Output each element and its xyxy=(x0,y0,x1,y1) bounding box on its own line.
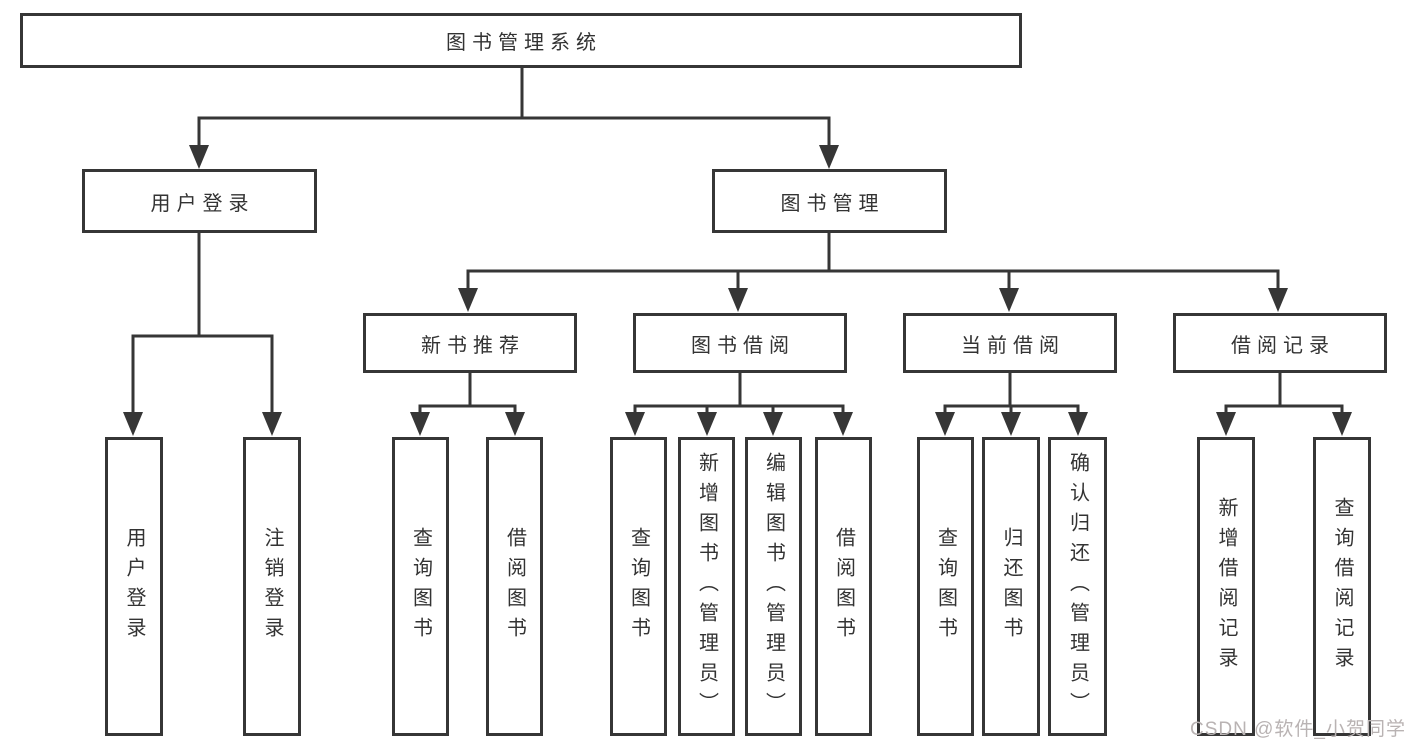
leaf-label: 编辑图书（管理员） xyxy=(762,451,785,722)
node-label: 用户登录 xyxy=(150,192,255,215)
leaf-label: 查询借阅记录 xyxy=(1331,496,1353,677)
node-label: 图书管理 xyxy=(780,192,885,215)
node-label: 当前借阅 xyxy=(961,334,1065,357)
leaf-return-book: 归还图书 xyxy=(982,437,1040,736)
node-borrow-records: 借阅记录 xyxy=(1173,313,1387,373)
leaf-label: 新增图书（管理员） xyxy=(695,451,718,722)
node-new-book-recommend: 新书推荐 xyxy=(363,313,577,373)
leaf-logout: 注销登录 xyxy=(243,437,301,736)
leaf-label: 借阅图书 xyxy=(832,526,855,647)
leaf-label: 查询图书 xyxy=(627,526,650,647)
leaf-edit-book-admin: 编辑图书（管理员） xyxy=(745,437,802,736)
leaf-user-login: 用户登录 xyxy=(105,437,163,736)
arrowhead-icons xyxy=(123,145,1352,436)
leaf-query-borrow-record: 查询借阅记录 xyxy=(1313,437,1371,736)
leaf-label: 查询图书 xyxy=(934,526,957,647)
leaf-query-books-recommend: 查询图书 xyxy=(392,437,449,736)
node-root-system: 图书管理系统 xyxy=(20,13,1022,68)
node-current-borrow: 当前借阅 xyxy=(903,313,1117,373)
leaf-confirm-return-admin: 确认归还（管理员） xyxy=(1048,437,1107,736)
leaf-label: 归还图书 xyxy=(1000,526,1022,647)
node-label: 新书推荐 xyxy=(421,334,525,357)
leaf-label: 新增借阅记录 xyxy=(1215,496,1237,677)
node-label: 图书管理系统 xyxy=(446,32,602,54)
leaf-add-book-admin: 新增图书（管理员） xyxy=(678,437,735,736)
node-book-borrow: 图书借阅 xyxy=(633,313,847,373)
leaf-borrow-books: 借阅图书 xyxy=(815,437,872,736)
node-user-login: 用户登录 xyxy=(82,169,317,233)
leaf-borrow-books-recommend: 借阅图书 xyxy=(486,437,543,736)
leaf-label: 确认归还（管理员） xyxy=(1066,451,1089,722)
leaf-add-borrow-record: 新增借阅记录 xyxy=(1197,437,1255,736)
node-label: 图书借阅 xyxy=(691,334,795,357)
leaf-label: 注销登录 xyxy=(261,526,283,647)
node-book-management: 图书管理 xyxy=(712,169,947,233)
leaf-query-books-current: 查询图书 xyxy=(917,437,974,736)
leaf-query-books-borrow: 查询图书 xyxy=(610,437,667,736)
leaf-label: 借阅图书 xyxy=(503,526,526,647)
leaf-label: 查询图书 xyxy=(409,526,432,647)
leaf-label: 用户登录 xyxy=(123,526,145,647)
node-label: 借阅记录 xyxy=(1231,334,1335,357)
csdn-watermark: CSDN @软件_小贺同学 xyxy=(1190,719,1405,740)
